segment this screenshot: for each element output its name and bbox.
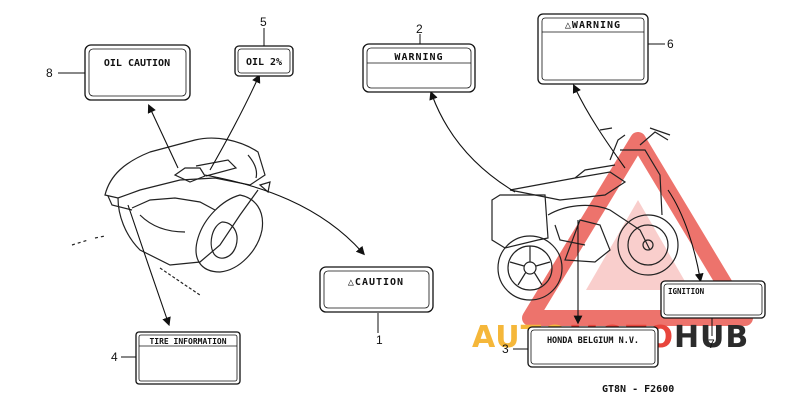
- callout-ticks: [58, 28, 713, 358]
- callout-numbers: 1 2 3 4 5 6 7 8: [46, 15, 715, 364]
- right-moped-drawing: [491, 127, 679, 301]
- left-scooter-drawing: [71, 137, 271, 296]
- callout-2: 2: [416, 22, 423, 36]
- label-warning-6: △WARNING: [537, 13, 649, 85]
- leader-lines: [127, 73, 704, 327]
- label-honda-belgium-text: HONDA BELGIUM N.V.: [547, 336, 639, 346]
- label-caution: △CAUTION: [319, 266, 434, 313]
- callout-3: 3: [502, 342, 509, 356]
- watermark-part-hub: HUB: [674, 320, 749, 355]
- label-tire-information-text: TIRE INFORMATION: [149, 337, 226, 346]
- label-ignition-text: IGNITION: [668, 287, 705, 296]
- diagram-code: GT8N - F2600: [602, 384, 674, 395]
- label-warning-2: WARNING: [362, 43, 476, 93]
- callout-5: 5: [260, 15, 267, 29]
- label-ignition: IGNITION: [660, 280, 766, 319]
- label-oil-2-percent-text: OIL 2%: [246, 57, 282, 68]
- label-warning-2-text: WARNING: [394, 52, 443, 63]
- label-tire-information: TIRE INFORMATION: [135, 331, 241, 385]
- label-honda-belgium: HONDA BELGIUM N.V.: [527, 326, 659, 368]
- label-warning-6-text: △WARNING: [565, 20, 621, 31]
- label-caution-text: △CAUTION: [348, 277, 404, 288]
- callout-4: 4: [111, 350, 118, 364]
- callout-6: 6: [667, 37, 674, 51]
- callout-8: 8: [46, 66, 53, 80]
- label-oil-caution: OIL CAUTION: [84, 44, 191, 101]
- label-oil-2-percent: OIL 2%: [234, 45, 294, 77]
- label-oil-caution-text: OIL CAUTION: [104, 58, 170, 69]
- watermark-triangle-icon: [522, 132, 753, 326]
- callout-7: 7: [708, 337, 715, 351]
- callout-1: 1: [376, 333, 383, 347]
